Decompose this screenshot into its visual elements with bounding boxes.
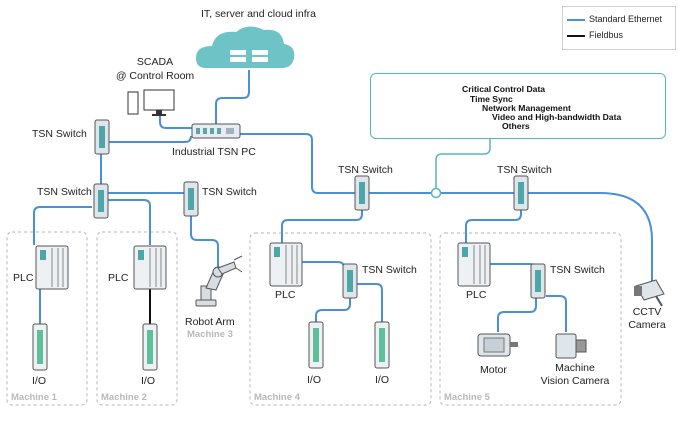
- traffic-video-data: Video and High-bandwidth Data: [492, 112, 622, 122]
- cctv-label-line1: CCTV: [632, 306, 662, 318]
- machine-5-label: Machine 5: [444, 392, 490, 403]
- ethernet-links: [33, 70, 653, 332]
- tsn-traffic-panel: [370, 73, 666, 139]
- io-label-m1: I/O: [32, 375, 47, 387]
- machine-4-zone: [249, 232, 432, 406]
- traffic-time-sync: Time Sync: [470, 94, 513, 104]
- plc-label-m1: PLC: [13, 272, 34, 284]
- scada-label-line2: @ Control Room: [115, 70, 195, 82]
- plc-icon: [133, 245, 167, 290]
- legend-ethernet-label: Standard Ethernet: [589, 14, 663, 24]
- motor-icon: [477, 333, 518, 357]
- traffic-others: Others: [502, 121, 530, 131]
- cctv-camera-icon: [634, 279, 665, 307]
- switch-icon: [183, 181, 199, 217]
- tsn-junction-node: [430, 187, 442, 199]
- traffic-critical-control: Critical Control Data: [462, 84, 546, 94]
- switch-icon: [94, 119, 110, 155]
- switch-label-robot: TSN Switch: [202, 186, 257, 198]
- io-module-icon: [374, 321, 390, 369]
- tsn-title: TSN: [391, 92, 423, 111]
- robot-arm-label: Robot Arm: [185, 316, 235, 328]
- tsn-panel-connector: [435, 137, 491, 193]
- cloud-icon: [196, 26, 295, 69]
- io-label-m2: I/O: [141, 375, 156, 387]
- plc-icon: [269, 242, 303, 287]
- io-module-icon: [308, 321, 324, 369]
- scada-label-line1: SCADA: [136, 56, 174, 68]
- machine-4-label: Machine 4: [254, 392, 300, 403]
- traffic-network-management: Network Management: [482, 103, 571, 113]
- legend-fieldbus: Fieldbus: [567, 29, 623, 41]
- plc-icon: [457, 242, 491, 287]
- motor-label: Motor: [480, 364, 507, 376]
- ethernet-line-swatch: [567, 18, 585, 21]
- plc-label-m5: PLC: [466, 289, 487, 301]
- switch-icon: [354, 175, 370, 211]
- io-label-m4-a: I/O: [307, 374, 322, 386]
- vision-camera-label-line2: Vision Camera: [540, 375, 610, 387]
- fieldbus-line-swatch: [567, 34, 585, 37]
- machine-5-zone: [439, 232, 622, 406]
- switch-icon: [342, 263, 358, 299]
- io-module-icon: [32, 323, 48, 371]
- legend: Standard Ethernet Fieldbus: [562, 6, 676, 50]
- machine-1-zone: [6, 231, 88, 406]
- legend-ethernet: Standard Ethernet: [567, 13, 662, 25]
- cloud-label: IT, server and cloud infra: [201, 8, 316, 20]
- industrial-pc-icon: [191, 123, 241, 139]
- machine-1-label: Machine 1: [11, 392, 57, 403]
- machine-2-zone: [96, 231, 178, 406]
- legend-fieldbus-label: Fieldbus: [589, 30, 624, 40]
- switch-label-machines-1-2: TSN Switch: [37, 186, 92, 198]
- plc-icon: [35, 245, 69, 290]
- io-label-m4-b: I/O: [375, 374, 390, 386]
- switch-icon: [93, 183, 109, 219]
- industrial-pc-label: Industrial TSN PC: [172, 146, 256, 158]
- plc-label-m2: PLC: [108, 272, 129, 284]
- vision-camera-icon: [555, 333, 587, 359]
- plc-label-m4: PLC: [275, 289, 296, 301]
- vision-camera-label-line1: Machine: [555, 362, 595, 374]
- switch-label-machine-5: TSN Switch: [550, 264, 605, 276]
- robot-arm-icon: [195, 255, 243, 307]
- io-module-icon: [142, 323, 158, 371]
- switch-icon: [530, 263, 546, 299]
- switch-label-top-left: TSN Switch: [32, 128, 87, 140]
- machine-2-label: Machine 2: [101, 392, 147, 403]
- machine-3-label: Machine 3: [187, 329, 233, 340]
- scada-workstation-icon: [127, 89, 175, 116]
- switch-label-machine-4: TSN Switch: [362, 264, 417, 276]
- switch-icon: [513, 175, 529, 211]
- cctv-label-line2: Camera: [628, 319, 666, 331]
- switch-label-machine-5-uplink: TSN Switch: [497, 164, 552, 176]
- switch-label-machine-4-uplink: TSN Switch: [338, 164, 393, 176]
